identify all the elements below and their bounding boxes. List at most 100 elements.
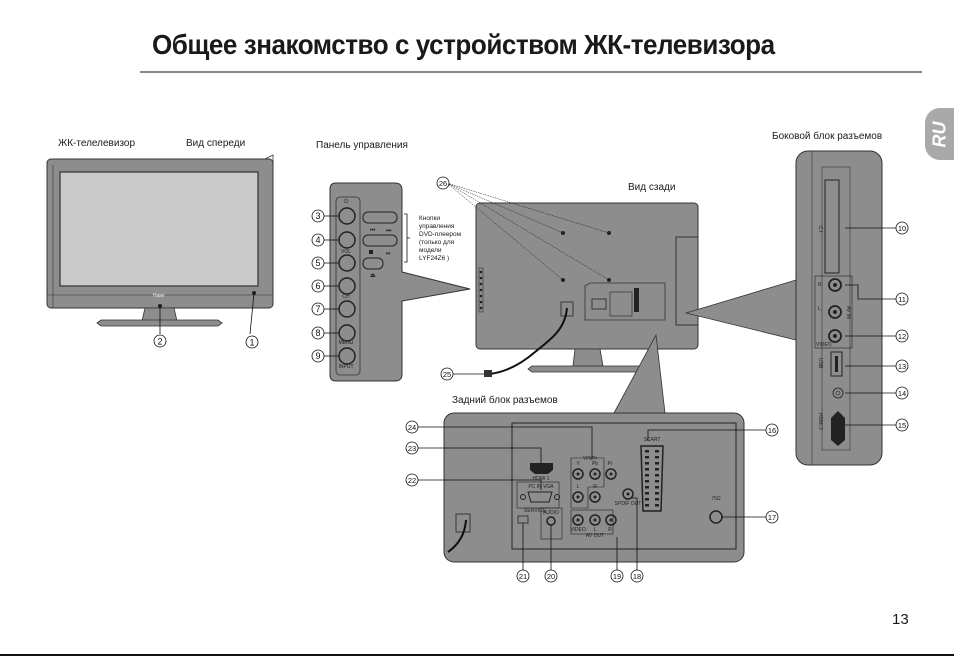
antenna-port	[709, 510, 723, 524]
svg-text:17: 17	[768, 513, 776, 522]
svg-text:14: 14	[898, 389, 906, 398]
prev-icon: ⏮	[370, 228, 376, 234]
ci-label: C.I.	[817, 226, 823, 234]
menu-label: MENU	[339, 340, 354, 346]
av-out-label: AV OUT	[586, 533, 604, 539]
svg-text:6: 6	[315, 281, 320, 291]
dvd-button-2[interactable]	[362, 234, 398, 247]
ypbpr-label: YPbPr	[583, 456, 598, 462]
svg-text:22: 22	[408, 476, 416, 485]
hdmi2-label: HDMI 2	[817, 413, 823, 430]
callout-5: 5	[311, 256, 325, 270]
callout-4: 4	[311, 233, 325, 247]
svg-text:21: 21	[519, 572, 527, 581]
hdmi1-label: HDMI 1	[533, 476, 550, 482]
ci-slot	[824, 179, 840, 274]
svg-text:16: 16	[768, 426, 776, 435]
svg-text:R: R	[593, 484, 597, 490]
callout-24: 24	[405, 420, 419, 434]
front-brand-logo: Haier	[153, 293, 165, 299]
svg-text:8: 8	[315, 328, 320, 338]
av-in-label: AV IN	[845, 306, 851, 319]
svg-text:23: 23	[408, 444, 416, 453]
svg-text:R: R	[608, 527, 612, 533]
service-port	[517, 515, 529, 524]
service-label: SERVICE	[524, 508, 547, 514]
ch-up-button[interactable]	[338, 277, 356, 295]
svg-text:26: 26	[439, 179, 447, 188]
callout-16: 16	[765, 423, 779, 437]
svg-text:2: 2	[157, 337, 162, 347]
svg-text:15: 15	[898, 421, 906, 430]
callout-8: 8	[311, 326, 325, 340]
callout-11: 11	[895, 292, 909, 306]
callout-14: 14	[895, 386, 909, 400]
scart-label: SCART	[644, 437, 661, 443]
vol-down-button[interactable]	[338, 254, 356, 272]
callout-22: 22	[405, 473, 419, 487]
rear-tv: 26 25	[436, 176, 797, 414]
eject-icon: ⏏	[370, 273, 376, 279]
side-connector-panel: C.I. R L AV IN VIDEO USB HDMI 2 10111213…	[795, 150, 909, 466]
svg-text:L: L	[594, 527, 597, 533]
svg-text:L: L	[577, 484, 580, 490]
svg-text:Pb: Pb	[592, 461, 598, 467]
power-symbol-label: ⏻	[344, 198, 349, 205]
svg-text:9: 9	[315, 351, 320, 361]
menu-button[interactable]	[338, 324, 356, 342]
svg-text:Pr: Pr	[608, 461, 613, 467]
callout-1: 1	[245, 335, 259, 349]
svg-text:10: 10	[898, 224, 906, 233]
callout-2: 2	[153, 334, 167, 348]
svg-text:12: 12	[898, 332, 906, 341]
front-stand-base	[96, 319, 223, 327]
ch-down-button[interactable]	[338, 300, 356, 318]
title-rule	[140, 71, 922, 73]
callout-20: 20	[544, 569, 558, 583]
hdmi1-port	[530, 463, 553, 474]
svg-text:25: 25	[443, 370, 451, 379]
input-label: INPUT	[339, 364, 354, 370]
vga-port	[527, 491, 553, 503]
page-number: 13	[892, 611, 909, 628]
spdif-label: SPDIF OUT	[615, 501, 642, 507]
rear-view-label: Вид сзади	[628, 182, 676, 193]
svg-text:4: 4	[315, 235, 320, 245]
svg-text:5: 5	[315, 258, 320, 268]
dvd-button-eject[interactable]	[362, 257, 384, 270]
callout-6: 6	[311, 279, 325, 293]
callout-13: 13	[895, 359, 909, 373]
dvd-buttons-note: Кнопки управления DVD-плеером (только дл…	[419, 215, 462, 262]
callout-12: 12	[895, 329, 909, 343]
play-pause-icon: ⏯	[386, 251, 391, 257]
callout-10: 10	[895, 221, 909, 235]
front-screen	[59, 171, 259, 287]
svg-text:18: 18	[633, 572, 641, 581]
svg-text:L: L	[818, 306, 821, 312]
front-view-label-left: ЖК-телелевизор	[58, 138, 136, 149]
footer-rule	[0, 654, 954, 656]
callout-26: 26	[436, 176, 450, 190]
power-button[interactable]	[338, 207, 356, 225]
svg-text:R: R	[818, 282, 822, 288]
rear-connector-panel: HDMI 1 PC IN VGA SERVICE AUDIO YPbPr Y P…	[405, 412, 779, 583]
callout-15: 15	[895, 418, 909, 432]
antenna-label: 75Ω	[711, 496, 721, 502]
usb-label: USB	[817, 358, 823, 369]
svg-text:3: 3	[315, 211, 320, 221]
callout-23: 23	[405, 441, 419, 455]
next-icon: ⏭	[386, 228, 392, 234]
callout-17: 17	[765, 510, 779, 524]
svg-text:24: 24	[408, 423, 416, 432]
callout-7: 7	[311, 302, 325, 316]
svg-text:19: 19	[613, 572, 621, 581]
callout-3: 3	[311, 209, 325, 223]
dvd-button-1[interactable]	[362, 211, 398, 224]
callout-19: 19	[610, 569, 624, 583]
hdmi2-port	[831, 411, 845, 446]
input-button[interactable]	[338, 347, 356, 365]
headphone-port	[832, 387, 844, 399]
vol-up-button[interactable]	[338, 231, 356, 249]
svg-text:20: 20	[547, 572, 555, 581]
